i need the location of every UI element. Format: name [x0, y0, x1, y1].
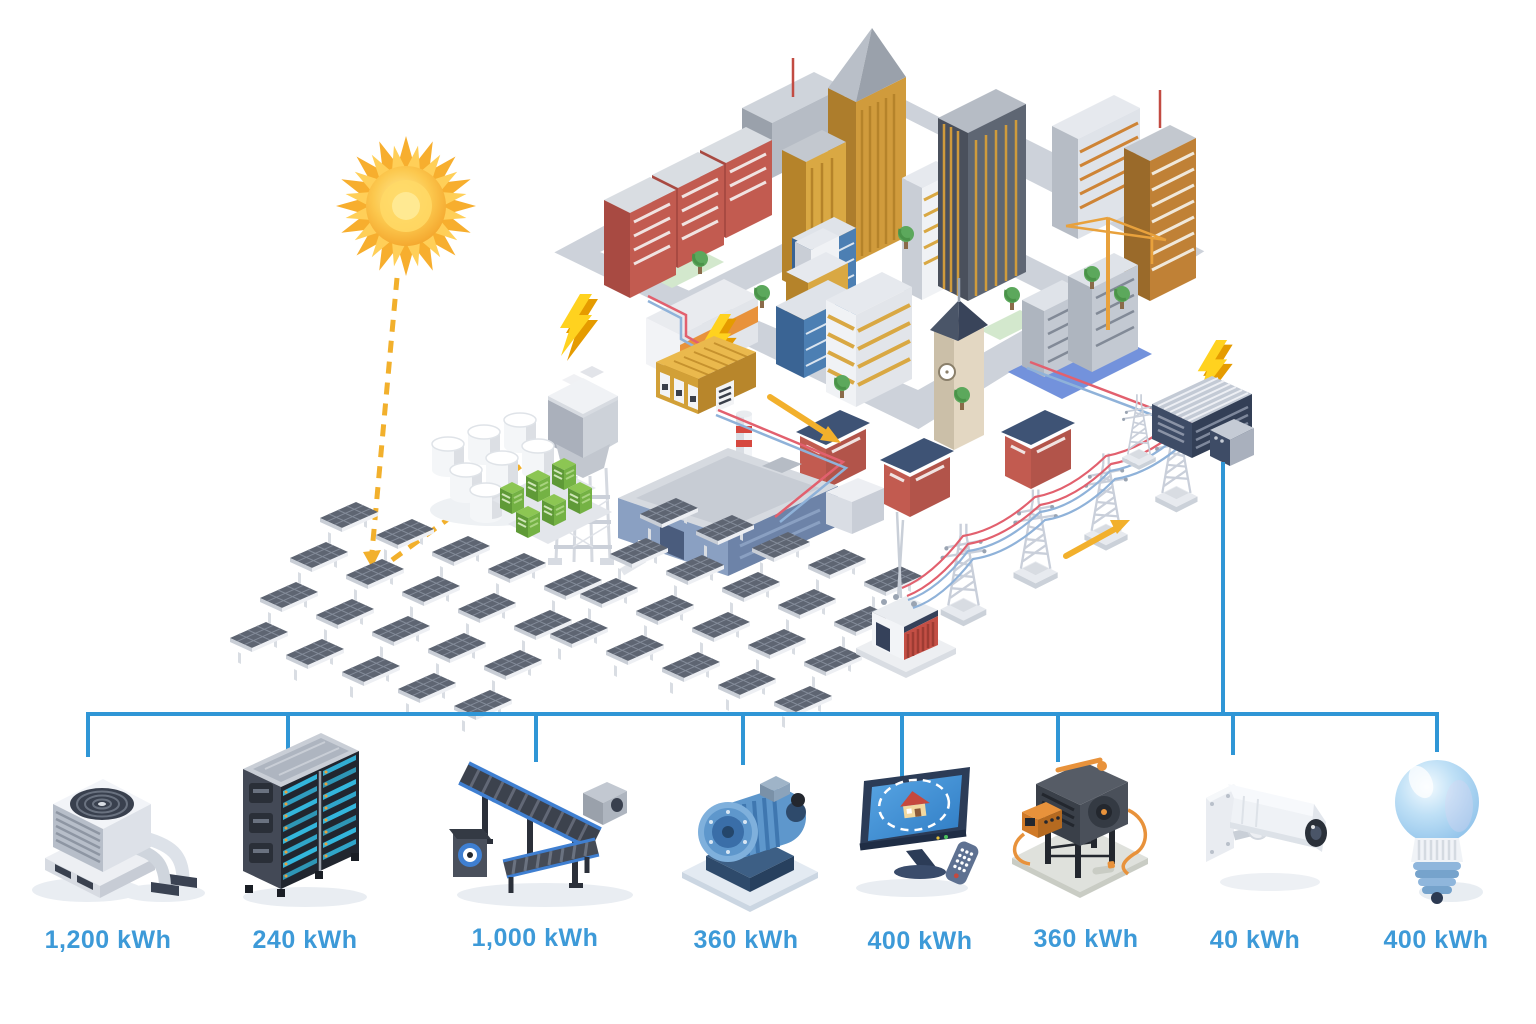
- air-conditioner-icon: [32, 779, 205, 902]
- solar-panel-field-right: [549, 497, 923, 729]
- cctv-camera-icon: [1206, 784, 1327, 891]
- tv-monitor-label: 400 kWh: [867, 927, 973, 955]
- welding-machine-label: 360 kWh: [1033, 925, 1139, 953]
- conveyor-line-label: 1,000 kWh: [471, 924, 599, 952]
- industrial-motor-label: 360 kWh: [693, 926, 799, 954]
- flow-arrow-to-grid: [767, 394, 841, 443]
- welding-machine-device: [1000, 750, 1160, 905]
- conveyor-line-device: [445, 745, 645, 910]
- tv-monitor-device: [850, 755, 995, 900]
- light-bulb-device: [1385, 750, 1490, 910]
- industrial-motor-device: [672, 760, 827, 915]
- light-bulb-label: 400 kWh: [1383, 926, 1489, 954]
- tv-monitor-icon: [856, 767, 979, 897]
- server-rack-label: 240 kWh: [252, 926, 358, 954]
- power-lines-transformer: [715, 408, 849, 523]
- lightning-bolt-icon: [560, 294, 598, 361]
- sun-icon: [336, 136, 476, 276]
- air-conditioner-device: [25, 740, 215, 910]
- step-up-transformer: [856, 511, 956, 678]
- server-rack-device: [235, 725, 380, 910]
- air-conditioner-label: 1,200 kWh: [44, 926, 172, 954]
- flow-arrow-to-substation: [1063, 520, 1130, 559]
- grid-connector-bus: [86, 462, 1439, 782]
- light-bulb-icon: [1395, 760, 1483, 904]
- cctv-camera-label: 40 kWh: [1209, 926, 1301, 954]
- step-down-transformer: [656, 336, 756, 414]
- distribution-substation: [1121, 376, 1254, 471]
- server-rack-icon: [243, 733, 367, 907]
- cctv-camera-device: [1200, 752, 1335, 897]
- welding-machine-icon: [1012, 757, 1148, 898]
- battery-storage: [492, 457, 612, 544]
- city-illustration: [554, 28, 1205, 517]
- industrial-motor-icon: [682, 776, 818, 912]
- conveyor-line-icon: [449, 761, 633, 907]
